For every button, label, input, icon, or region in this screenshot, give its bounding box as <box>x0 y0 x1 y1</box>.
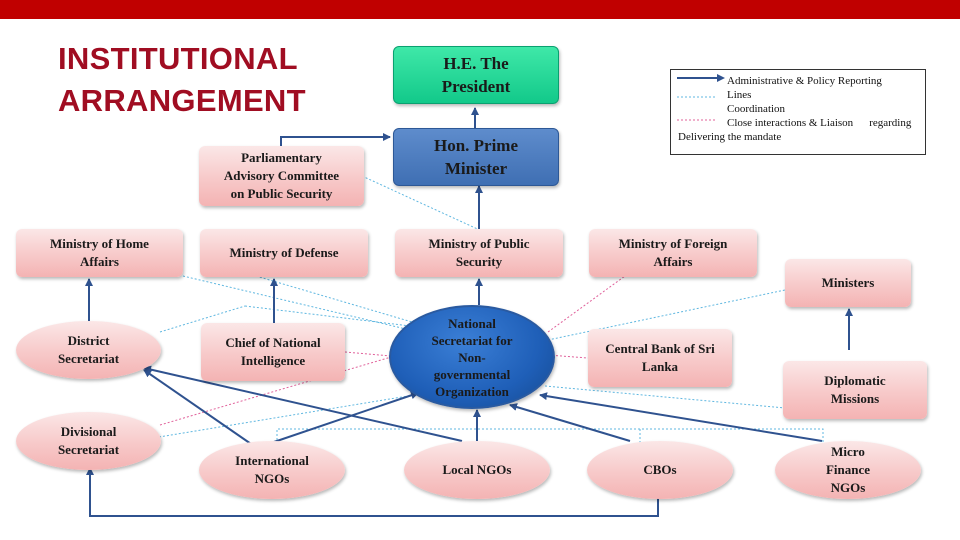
reporting-arrow <box>143 369 255 447</box>
node-text: Organization <box>435 383 509 399</box>
node-text: Non- <box>458 349 486 365</box>
slide-title: INSTITUTIONAL ARRANGEMENT <box>58 38 358 122</box>
node-text: Ministry of Defense <box>229 245 339 260</box>
reporting-arrow <box>280 133 391 146</box>
node-text: Intelligence <box>240 353 306 368</box>
legend-liaison-suffix: regarding <box>869 117 912 129</box>
node-text: Hon. Prime <box>433 136 519 155</box>
node-cbos[interactable]: CBOs <box>587 441 733 499</box>
liaison-line <box>547 275 626 333</box>
legend-lines-label: Lines <box>727 89 752 101</box>
reporting-arrow <box>143 365 463 442</box>
reporting-arrow <box>539 392 823 442</box>
node-text: CBOs <box>643 462 677 477</box>
legend: Administrative & Policy Reporting Lines … <box>670 69 926 155</box>
node-text: Divisional <box>60 424 117 439</box>
node-text: Missions <box>830 391 880 406</box>
node-text: Ministry of Home <box>50 236 149 251</box>
node-text: Parliamentary <box>241 150 322 165</box>
legend-mandate-label: Delivering the mandate <box>678 131 782 143</box>
node-text: Secretariat <box>57 351 120 366</box>
legend-swatches <box>677 74 725 121</box>
coordination-line <box>361 175 546 261</box>
node-text: NGOs <box>830 480 866 495</box>
node-text: President <box>441 77 511 96</box>
coordination-line <box>159 305 246 333</box>
coordination-line <box>544 385 786 409</box>
coordination-line <box>255 275 413 323</box>
reporting-arrow <box>86 467 659 517</box>
node-ministers[interactable]: Ministers <box>785 259 911 307</box>
coordination-line <box>158 393 421 438</box>
node-text: Chief of National <box>225 335 321 350</box>
legend-coordination-label: Coordination <box>727 103 786 115</box>
node-text: Diplomatic <box>824 373 886 388</box>
slide-title-line-1: INSTITUTIONAL <box>58 41 298 76</box>
node-text: Secretariat <box>57 442 120 457</box>
node-text: Security <box>455 254 503 269</box>
node-text: Ministry of Public <box>428 236 530 251</box>
liaison-line <box>159 349 416 426</box>
node-text: NGOs <box>254 471 290 486</box>
node-text: Lanka <box>641 359 679 374</box>
node-text: governmental <box>433 366 511 382</box>
node-text: International <box>235 453 309 468</box>
node-text: Finance <box>825 462 871 477</box>
node-text: H.E. The <box>443 54 509 73</box>
node-text: Local NGOs <box>442 462 512 477</box>
node-text: District <box>67 333 110 348</box>
node-text: on Public Security <box>230 186 333 201</box>
node-ministry-defense[interactable]: Ministry of Defense <box>200 229 368 277</box>
reporting-lines <box>85 107 853 517</box>
node-text: Affairs <box>79 254 119 269</box>
node-text: Ministry of Foreign <box>618 236 728 251</box>
node-text: Central Bank of Sri <box>605 341 715 356</box>
coordination-bus <box>276 428 824 452</box>
legend-reporting-label: Administrative & Policy Reporting <box>727 75 882 87</box>
node-text: Affairs <box>653 254 693 269</box>
liaison-lines <box>159 275 626 426</box>
liaison-line <box>547 354 589 359</box>
node-text: Minister <box>444 159 508 178</box>
reporting-arrow <box>270 391 419 444</box>
node-text: Secretariat for <box>431 332 513 348</box>
top-accent-bar <box>0 0 960 19</box>
legend-liaison-label: Close interactions & Liaison regarding <box>727 117 911 129</box>
legend-liaison-text: Close interactions & Liaison <box>727 117 854 129</box>
node-text: Advisory Committee <box>223 168 340 183</box>
node-text: Micro <box>831 444 865 459</box>
legend-arrowhead <box>717 74 725 82</box>
node-text: National <box>448 315 496 331</box>
coordination-line <box>547 289 786 341</box>
coordination-line <box>182 275 411 331</box>
node-local-ngos[interactable]: Local NGOs <box>404 441 550 499</box>
slide-title-line-2: ARRANGEMENT <box>58 83 306 118</box>
node-text: Ministers <box>821 275 875 290</box>
liaison-line <box>344 351 392 357</box>
reporting-arrow <box>509 403 631 442</box>
